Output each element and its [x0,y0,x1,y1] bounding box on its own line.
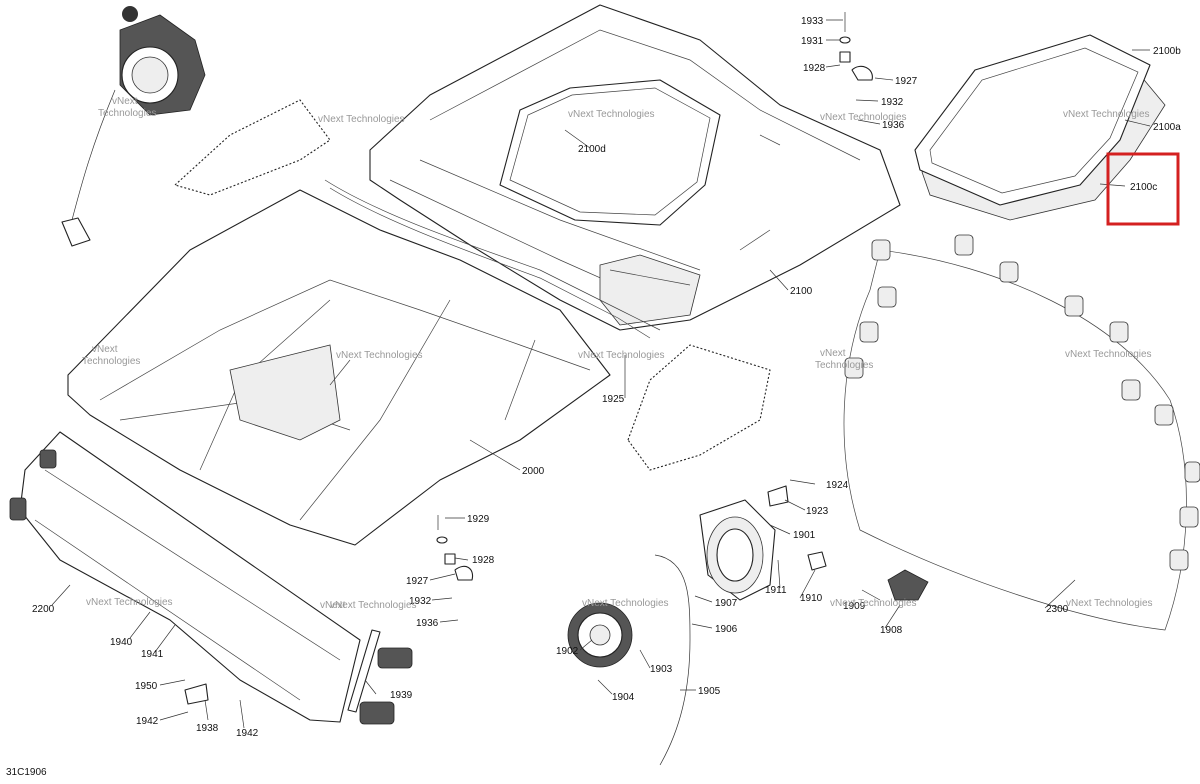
watermark: vNext Technologies [820,112,907,123]
watermark: vNext [320,600,346,611]
callout-1929: 1929 [467,514,490,525]
callout-1950: 1950 [135,681,158,692]
callout-1902: 1902 [556,646,579,657]
callout-1933: 1933 [801,16,824,27]
callout-2100: 2100 [790,286,813,297]
watermark: vNext Technologies [568,109,655,120]
watermark: vNext Technologies [336,350,423,361]
watermark: vNext Technologies [318,114,405,125]
watermark: vNext Technologies [578,350,665,361]
front-roof-panel [67,179,661,546]
callout-1903: 1903 [650,664,673,675]
callout-2300: 2300 [1046,604,1069,615]
callout-1931: 1931 [801,36,824,47]
callout-1928-lower: 1928 [472,555,495,566]
callout-1939: 1939 [390,690,413,701]
callout-1932: 1932 [881,97,904,108]
door-net-2300 [843,234,1200,631]
watermark: vNext Technologies [1065,349,1152,360]
watermark: vNext Technologies [330,600,417,611]
callout-1909: 1909 [843,601,866,612]
rear-roof-panel [369,4,901,331]
watermark: vNext [92,344,118,355]
callout-2100a: 2100a [1153,122,1181,133]
callout-1906: 1906 [715,624,738,635]
callout-2200: 2200 [32,604,55,615]
watermark: Technologies [815,360,873,371]
watermark: vNext Technologies [1066,598,1153,609]
leader-lines [51,19,1151,729]
callout-1936: 1936 [882,120,905,131]
callout-1927: 1927 [895,76,918,87]
part-number-callouts: 1933 1931 1928 1927 1932 1936 2100b 2100… [32,16,1181,739]
callout-2100d: 2100d [578,144,606,155]
watermark: Technologies [98,108,156,119]
callout-1936-lower: 1936 [416,618,439,629]
callout-1911: 1911 [765,585,787,596]
callout-2000: 2000 [522,466,545,477]
watermark: vNext Technologies [830,598,917,609]
watermark: vNext Technologies [86,597,173,608]
callout-1923: 1923 [806,506,829,517]
callout-1940: 1940 [110,637,133,648]
hardware [184,12,873,705]
highlight-box-2100c [1106,152,1180,226]
watermark: vNext Technologies [1063,109,1150,120]
roof-window-assembly [914,34,1166,221]
diagram-reference-code: 31C1906 [6,767,47,778]
callout-2100c: 2100c [1130,182,1157,193]
callout-1907: 1907 [715,598,738,609]
speaker-top-left [61,6,206,247]
watermarks: vNext Technologies vNext Technologies vN… [82,96,1153,611]
callout-1905: 1905 [698,686,721,697]
callout-1927-lower: 1927 [406,576,429,587]
callout-1942-right: 1942 [236,728,259,739]
callout-1942: 1942 [136,716,159,727]
callout-1901: 1901 [793,530,816,541]
watermark: Technologies [82,356,140,367]
speaker-1902 [567,554,691,766]
callout-1928: 1928 [803,63,826,74]
watermark: vNext [112,96,138,107]
speaker-pods [174,99,771,471]
watermark: vNext Technologies [582,598,669,609]
callout-1924: 1924 [826,480,849,491]
watermark: vNext [820,348,846,359]
callout-1941: 1941 [141,649,164,660]
callout-1932-lower: 1932 [409,596,432,607]
callout-1925: 1925 [602,394,625,405]
callout-1908: 1908 [880,625,903,636]
callout-2100b: 2100b [1153,46,1181,57]
side-net-2200 [9,431,413,725]
callout-1910: 1910 [800,593,823,604]
callout-1904: 1904 [612,692,635,703]
callout-1938: 1938 [196,723,219,734]
speaker-housing-1901 [699,499,929,601]
